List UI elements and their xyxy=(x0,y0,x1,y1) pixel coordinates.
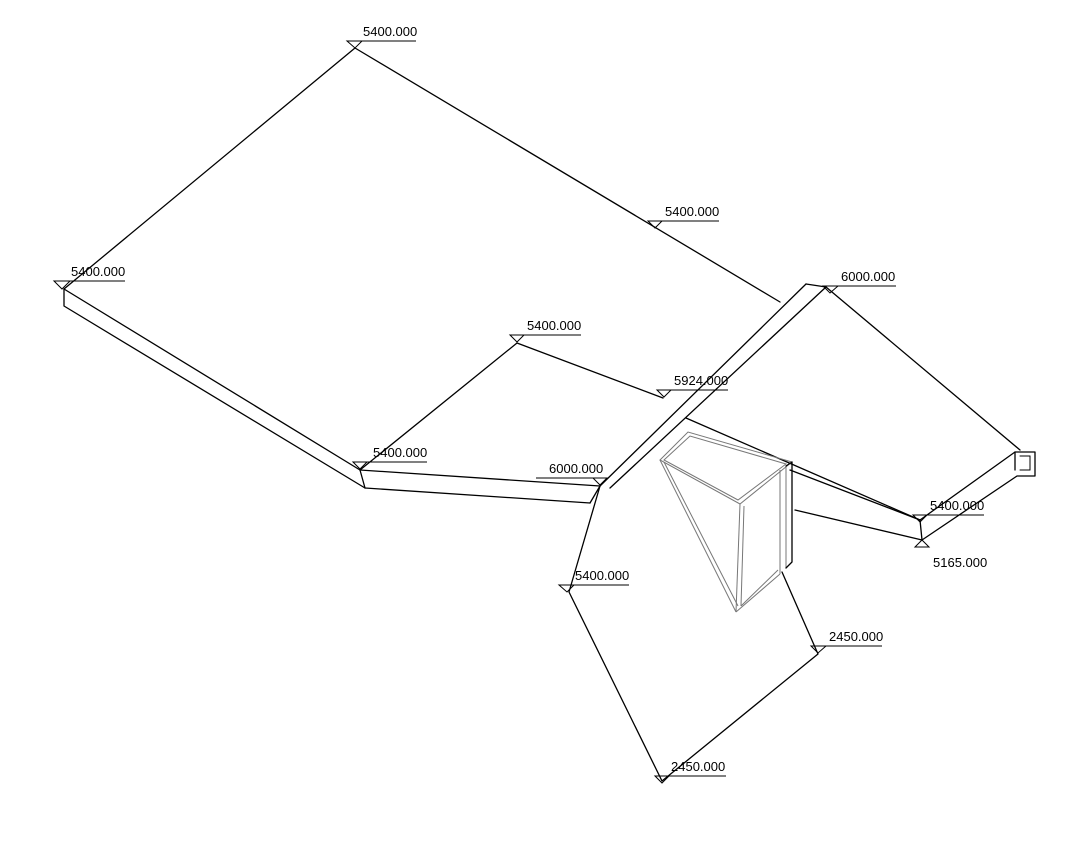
elevation-value: 5400.000 xyxy=(575,568,629,583)
elevation-label: 5400.000 xyxy=(646,204,719,229)
elevation-value: 5400.000 xyxy=(527,318,581,333)
elevation-value: 5165.000 xyxy=(933,555,987,570)
elevation-label: 2450.000 xyxy=(653,759,726,784)
elevation-label: 6000.000 xyxy=(536,461,609,486)
connecting-beam xyxy=(359,469,601,504)
elevation-value: 5400.000 xyxy=(71,264,125,279)
elevation-value: 2450.000 xyxy=(671,759,725,774)
elevation-label: 5924.000 xyxy=(655,373,728,398)
glass-volume xyxy=(659,431,794,613)
right-slab xyxy=(685,286,1036,541)
elevation-label: 5400.000 xyxy=(508,318,581,343)
elevation-value: 6000.000 xyxy=(841,269,895,284)
elevation-value: 5400.000 xyxy=(930,498,984,513)
lower-slab xyxy=(568,485,819,782)
elevation-label: 5400.000 xyxy=(345,24,417,49)
elevation-label: 2450.000 xyxy=(809,629,883,654)
elevation-label: 5400.000 xyxy=(557,568,629,593)
elevation-value: 6000.000 xyxy=(549,461,603,476)
elevation-label: 5165.000 xyxy=(913,539,987,570)
elevation-value: 2450.000 xyxy=(829,629,883,644)
elevation-value: 5924.000 xyxy=(674,373,728,388)
upper-slab xyxy=(63,47,781,489)
elevation-value: 5400.000 xyxy=(373,445,427,460)
elevation-label: 5400.000 xyxy=(52,264,125,290)
elevation-value: 5400.000 xyxy=(665,204,719,219)
elevation-label: 5400.000 xyxy=(351,445,427,470)
diagonal-beam xyxy=(599,283,827,489)
elevation-label: 5400.000 xyxy=(911,498,984,523)
elevation-markers: 5400.000 5400.000 5400.000 6000.000 5400… xyxy=(52,24,987,784)
elevation-value: 5400.000 xyxy=(363,24,417,39)
inner-notch-outline xyxy=(359,342,664,471)
elevation-label: 6000.000 xyxy=(821,269,896,294)
